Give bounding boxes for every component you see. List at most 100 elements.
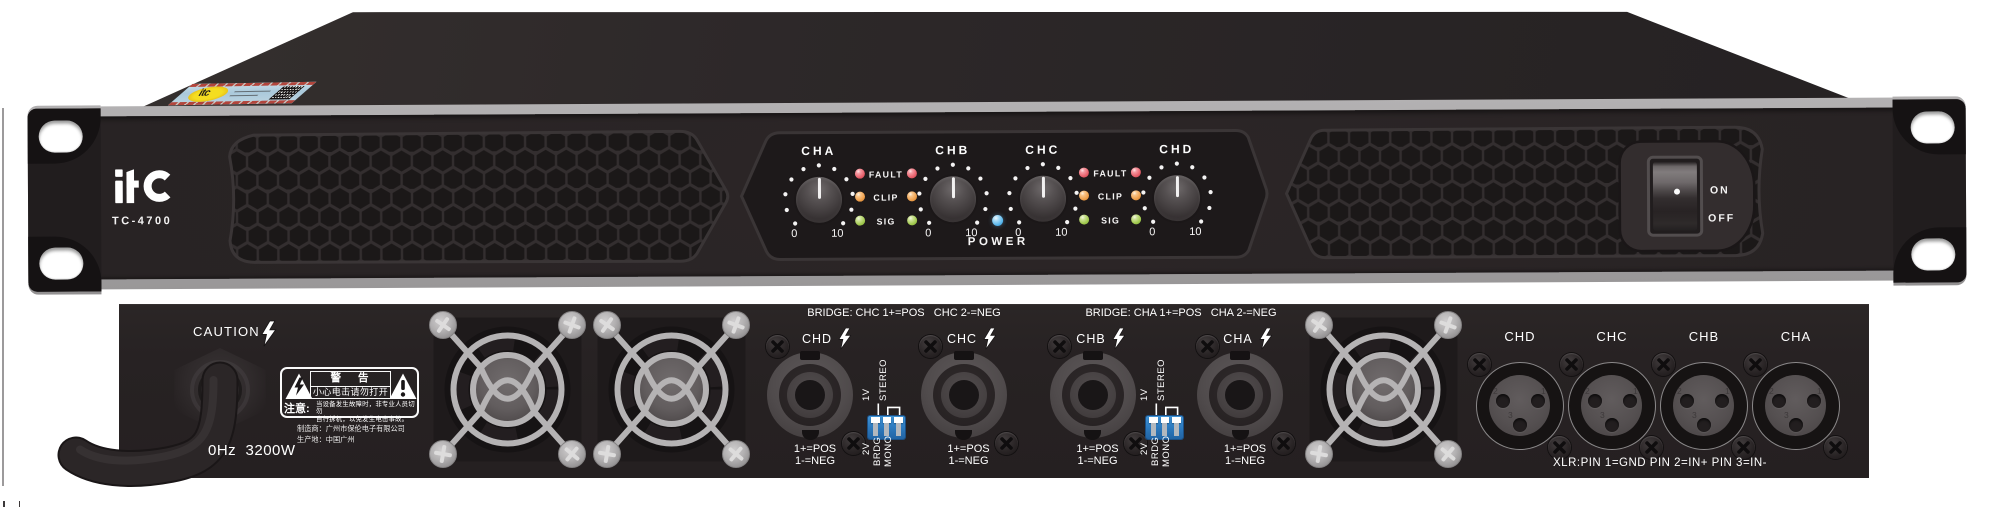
manufacturer-line: 制造商：广州市保伦电子有限公司: [297, 423, 405, 433]
speakon-socket: [1077, 379, 1108, 410]
corner-mark: [18, 501, 21, 507]
xlr-pin-1-hole: [1714, 394, 1729, 408]
xlr-pin-number: 1: [1633, 386, 1638, 396]
speakon-tab: [1231, 429, 1249, 440]
speakon-wiring-chd: 1+=POS 1-=NEG: [793, 443, 837, 467]
xlr-label-chc: CHC: [1596, 329, 1628, 344]
dip-switch-block-1[interactable]: [868, 415, 905, 439]
power-led: [991, 214, 1004, 227]
dip-switch-lever[interactable]: [882, 416, 892, 437]
page-edge-line: [2, 108, 4, 486]
dip-switch-stem: [896, 423, 902, 436]
dip-top-label-stereo: STEREO: [1155, 358, 1167, 401]
xlr-label-chd: CHD: [1504, 329, 1536, 344]
power-cord[interactable]: [40, 330, 300, 507]
clip-led-chb: [906, 191, 917, 202]
xlr-pin-number: 2: [1585, 386, 1590, 396]
xlr-pin-2-hole: [1587, 394, 1602, 408]
dip-switch-lever[interactable]: [1160, 416, 1170, 437]
scale-max-chc: 10: [1055, 226, 1068, 239]
speakon-socket: [1225, 379, 1255, 410]
knob-pointer: [817, 177, 821, 199]
screw: [765, 335, 789, 358]
xlr-pin-number: 3: [1784, 410, 1789, 420]
dip-switch-cap: [1172, 416, 1181, 423]
xlr-pin-2-hole: [1679, 394, 1694, 408]
xlr-pin-2-hole: [1495, 394, 1510, 408]
dip-switch-lever[interactable]: [894, 416, 903, 437]
speakon-label-chd: CHD: [792, 328, 862, 350]
lightning-icon: [1259, 328, 1273, 350]
caution-lightning-icon: [261, 320, 277, 347]
speakon-key-notch: [1082, 350, 1103, 360]
speakon-socket: [948, 379, 979, 410]
speakon-tab: [955, 429, 972, 440]
clip-led-chd: [1130, 190, 1142, 201]
fan-screws: [429, 311, 586, 468]
dip-switch-lever[interactable]: [871, 416, 880, 437]
dip-top-label-1v: 1V: [1139, 388, 1150, 401]
dip-switch-stem: [1174, 423, 1180, 436]
switch-on-label: ON: [1709, 184, 1730, 197]
lightning-icon: [838, 328, 852, 350]
warning-title: 警 告: [310, 371, 391, 387]
xlr-pin-3-hole: [1697, 418, 1711, 432]
xlr-pinout-note: XLR:PIN 1=GND PIN 2=IN+ PIN 3=IN-: [1553, 457, 1767, 469]
speakon-connector-chc[interactable]: [920, 350, 1007, 440]
xlr-connector-chb[interactable]: 2 1 3: [1660, 362, 1748, 450]
scale-max-cha: 10: [831, 227, 844, 240]
speakon-connector-cha[interactable]: [1197, 350, 1283, 440]
speakon-label-cha: CHA: [1213, 328, 1283, 350]
dip-switch-stem: [872, 423, 878, 436]
dip-bottom-label-mono: MONO: [882, 435, 894, 467]
xlr-pin-3-hole: [1513, 418, 1527, 432]
dip-switch-lever[interactable]: [1172, 416, 1181, 437]
speakon-channel-label: CHC: [946, 332, 978, 346]
speakon-label-chc: CHC: [937, 328, 1007, 350]
speakon-key-notch: [800, 350, 820, 360]
xlr-connector-chd[interactable]: 2 1 3: [1476, 362, 1564, 450]
screw: [1743, 352, 1767, 376]
dip-switch-block-2[interactable]: [1146, 415, 1183, 439]
knob-pointer: [1175, 175, 1179, 197]
xlr-connector-cha[interactable]: 2 1 3: [1752, 362, 1840, 450]
scale-min-chb: 0: [925, 227, 932, 240]
dip-switch-cap: [1160, 416, 1170, 423]
dip-bottom-label-brdg: BRDG: [871, 436, 883, 466]
dip-bottom-label-2v: 2V: [860, 442, 872, 455]
warning-note-line: 当设备发生故障时，非专业人员切勿: [316, 401, 415, 416]
screw: [1467, 352, 1491, 376]
knob-pointer: [951, 176, 955, 198]
speakon-channel-label: CHD: [801, 332, 833, 346]
origin-line: 生产地：中国广州: [297, 434, 355, 444]
speakon-key-notch: [1230, 350, 1250, 360]
speakon-connector-chb[interactable]: [1049, 350, 1136, 440]
dip-top-label-stereo: STEREO: [877, 358, 889, 401]
exclamation-warning-icon: [389, 373, 417, 399]
power-switch-rocker[interactable]: [1652, 161, 1698, 231]
dip-bottom-label-2v: 2V: [1138, 442, 1150, 455]
speakon-connector-chd[interactable]: [767, 350, 853, 440]
xlr-pin-3-hole: [1789, 418, 1803, 432]
screw: [1271, 431, 1295, 455]
screw: [1731, 435, 1755, 459]
speakon-channel-label: CHA: [1223, 332, 1253, 346]
dip-bottom-label-mono: MONO: [1160, 435, 1172, 467]
power-switch-dot: [1673, 188, 1681, 195]
dip-switch-lever[interactable]: [1149, 416, 1158, 437]
cooling-fan: [1303, 309, 1464, 470]
power-switch[interactable]: [1646, 155, 1704, 237]
bridge-label-left: BRIDGE: CHC 1+=POS CHC 2-=NEG: [807, 307, 1001, 319]
xlr-pin-2-hole: [1771, 394, 1786, 408]
caution-label: CAUTION: [193, 324, 260, 339]
speakon-channel-label: CHB: [1076, 332, 1106, 346]
switch-off-label: OFF: [1708, 212, 1736, 225]
screw: [919, 335, 942, 358]
corner-mark: [3, 501, 5, 507]
warning-note-line: 自行拆机，以免发生电击事故。: [316, 415, 409, 423]
xlr-pin-number: 1: [1817, 386, 1822, 396]
xlr-connector-chc[interactable]: 2 1 3: [1568, 362, 1656, 450]
xlr-pin-number: 2: [1677, 386, 1682, 396]
channel-label-cha: CHA: [801, 143, 837, 158]
